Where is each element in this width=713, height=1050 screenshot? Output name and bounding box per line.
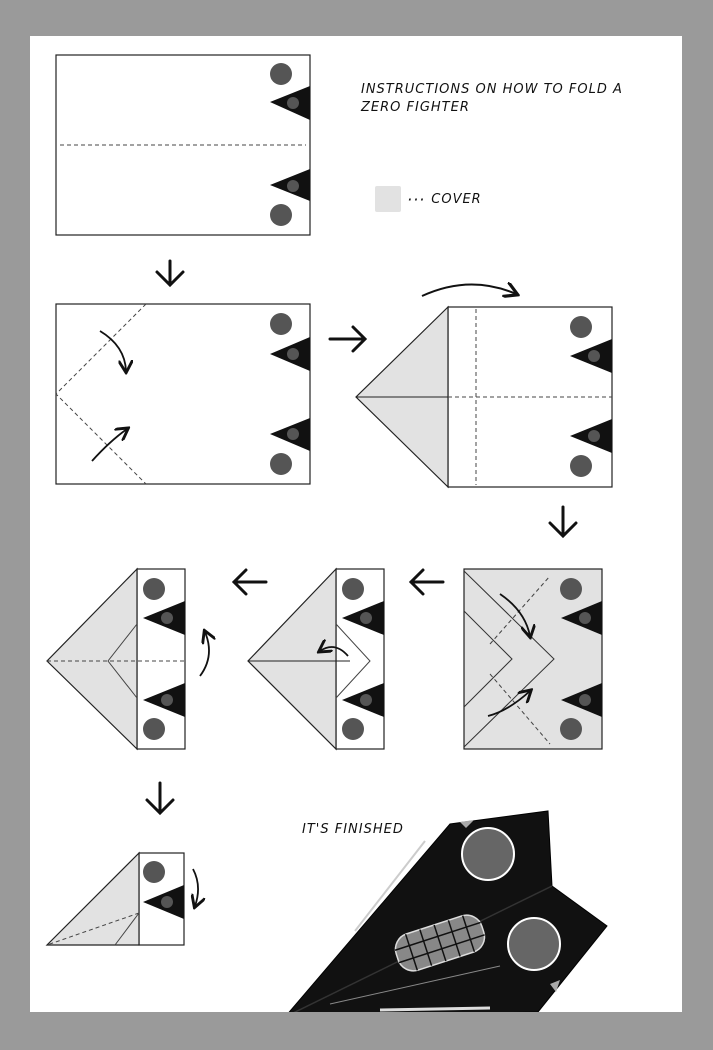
legend-symbol: ··· [407,189,426,209]
arrow-left-icon [408,568,445,596]
step-2-fold-corners [55,303,311,485]
fold-line [55,303,147,485]
curved-arrow-icon [199,632,209,677]
legend: ··· COVER [375,186,482,212]
finished-plane-illustration [288,810,608,1012]
marker-circle [270,63,292,85]
legend-cover-swatch [375,186,401,212]
instruction-sheet: INSTRUCTIONS ON HOW TO FOLD A ZERO FIGHT… [30,36,682,1012]
arrow-down-icon [548,505,578,539]
marker-circle [270,204,292,226]
step-5-fold-tip-back [247,567,385,751]
step-6-fold-in-half [46,567,209,751]
curved-arrow-icon [99,330,126,371]
hinomaru-roundel [507,917,561,971]
curved-arrow-icon [320,647,349,657]
legend-label: COVER [431,191,482,207]
curved-arrow-icon [499,593,530,636]
curved-arrow-icon [193,868,198,906]
curved-arrow-icon [91,429,127,462]
hinomaru-roundel [461,827,515,881]
arrow-down-icon [145,781,175,816]
arrow-right-icon [328,325,368,353]
step-1-flat-sheet [55,54,311,236]
arrow-down-icon [155,259,185,288]
page-title: INSTRUCTIONS ON HOW TO FOLD A ZERO FIGHT… [361,82,623,115]
step-3-flip-over [355,284,613,489]
curved-arrow-icon [487,691,530,717]
finished-label: IT'S FINISHED [302,822,404,837]
folding-diagram [45,54,613,1012]
step-7-fold-wings [45,851,198,946]
arrow-left-icon [231,568,268,596]
step-4-fold-corners-again [463,568,603,750]
flip-arrow-icon [421,284,516,296]
